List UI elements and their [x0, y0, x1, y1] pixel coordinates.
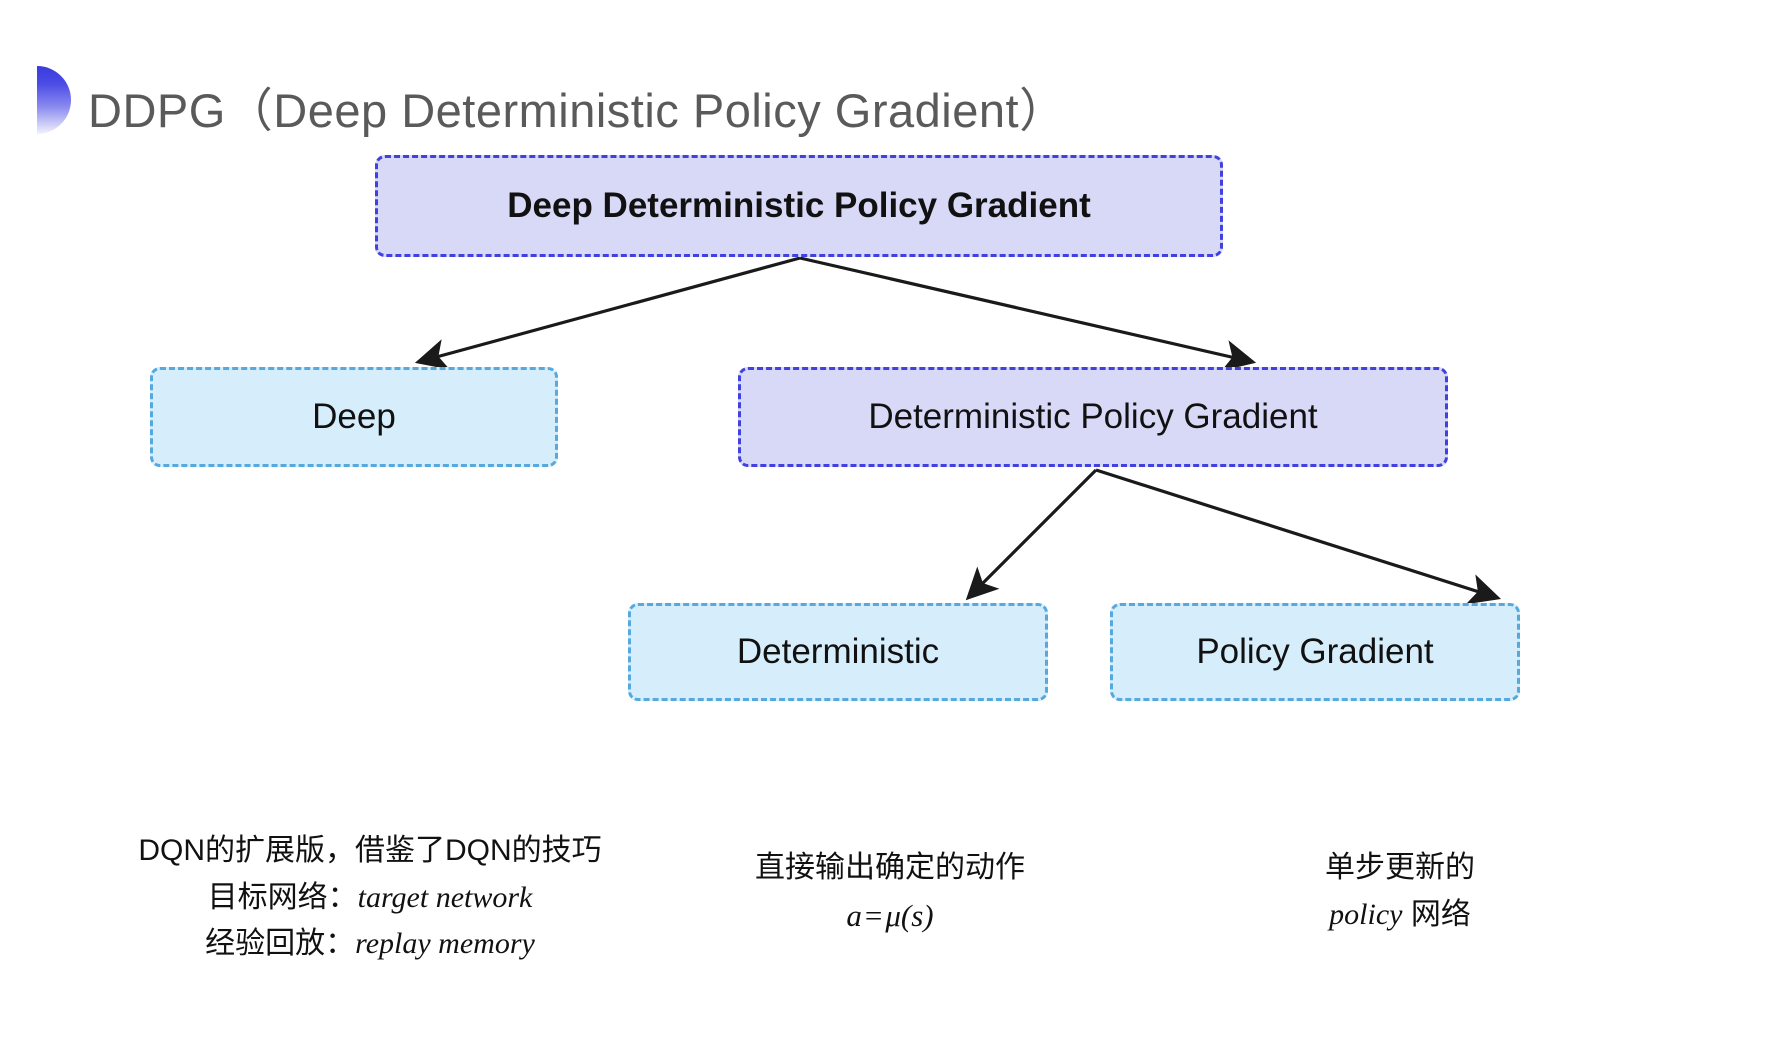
node-policy-gradient[interactable]: Policy Gradient	[1110, 603, 1520, 701]
caption-policy-gradient-suffix: 网络	[1402, 897, 1471, 931]
formula-lhs: a	[846, 897, 862, 933]
half-circle-gradient-icon	[37, 66, 71, 134]
node-label: Deep Deterministic Policy Gradient	[507, 185, 1091, 225]
node-label: Policy Gradient	[1196, 631, 1434, 671]
caption-deep-line2: 目标网络：target network	[80, 875, 660, 922]
formula-rhs: μ(s)	[885, 897, 934, 933]
edge-dpg-to-deterministic	[965, 468, 1098, 601]
caption-deep-line2-term: target network	[357, 880, 533, 914]
caption-deep-line1: DQN的扩展版，借鉴了DQN的技巧	[138, 834, 602, 867]
caption-deep-line3: 经验回放：replay memory	[80, 921, 660, 968]
node-label: Deep	[312, 396, 396, 436]
edge-ddpg-to-dpg	[799, 256, 1257, 371]
page-title: DDPG（Deep Deterministic Policy Gradient）	[88, 84, 1067, 137]
caption-deterministic: 直接输出确定的动作 a=μ(s)	[670, 845, 1110, 940]
caption-policy-gradient-term: policy	[1329, 897, 1403, 931]
node-deep[interactable]: Deep	[150, 367, 558, 467]
caption-deep: DQN的扩展版，借鉴了DQN的技巧 目标网络：target network 经验…	[80, 828, 660, 968]
caption-deterministic-line1: 直接输出确定的动作	[755, 851, 1025, 884]
node-label: Deterministic Policy Gradient	[868, 396, 1318, 436]
edge-dpg-to-policy-gradient	[1095, 468, 1502, 605]
node-deep-deterministic-policy-gradient[interactable]: Deep Deterministic Policy Gradient	[375, 155, 1223, 257]
caption-policy-gradient: 单步更新的 policy 网络	[1180, 845, 1620, 938]
caption-deterministic-formula: a=μ(s)	[670, 892, 1110, 940]
formula-operator: =	[864, 897, 883, 933]
caption-policy-gradient-line1: 单步更新的	[1325, 851, 1475, 884]
caption-deep-line3-label: 经验回放：	[205, 927, 356, 960]
edge-ddpg-to-deep	[414, 256, 801, 370]
node-deterministic[interactable]: Deterministic	[628, 603, 1048, 701]
caption-deep-line3-term: replay memory	[355, 927, 535, 960]
node-deterministic-policy-gradient[interactable]: Deterministic Policy Gradient	[738, 367, 1448, 467]
caption-policy-gradient-line2: policy 网络	[1180, 892, 1620, 939]
caption-deep-line2-label: 目标网络：	[207, 880, 358, 914]
node-label: Deterministic	[736, 631, 940, 671]
